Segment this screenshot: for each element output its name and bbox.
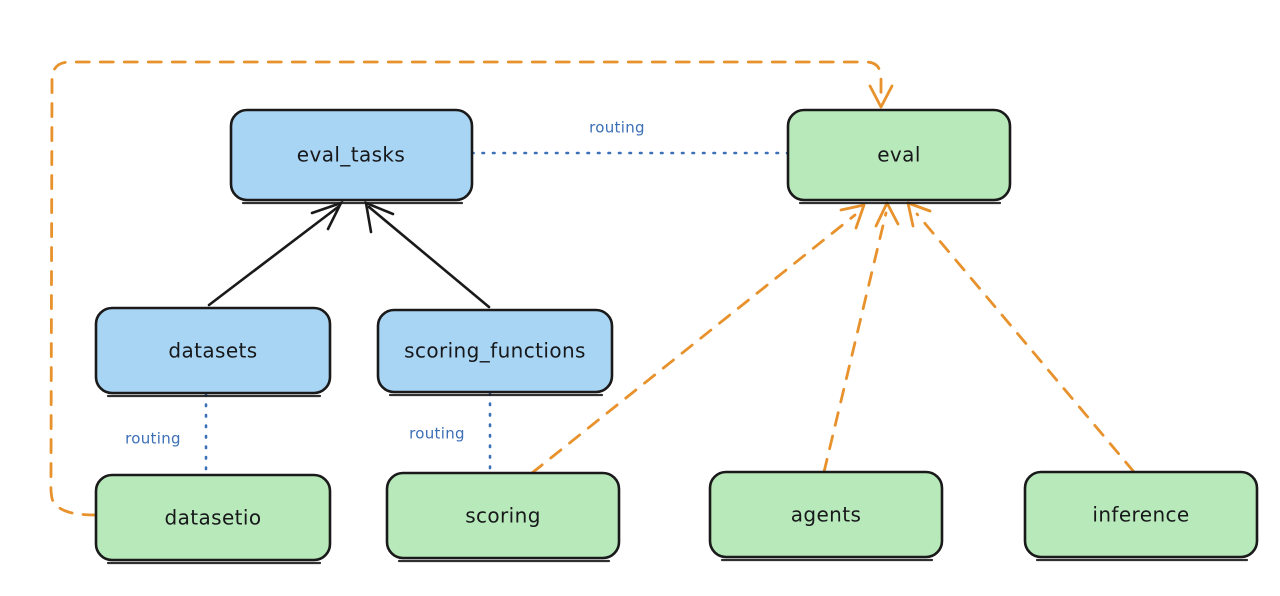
node-scoring-shape <box>385 471 621 560</box>
node-inference-label: inference <box>1092 503 1189 527</box>
node-datasetio[interactable]: datasetio <box>94 473 332 565</box>
edge-datasetio-to-eval <box>49 60 883 517</box>
node-agents[interactable]: agents <box>708 470 944 562</box>
node-datasetio-label: datasetio <box>164 506 261 530</box>
node-eval[interactable]: eval <box>786 108 1012 205</box>
node-scoring_functions-label: scoring_functions <box>404 339 586 363</box>
arrowhead-datasetio-to-eval <box>868 84 894 109</box>
edge-datasets-to-eval_tasks <box>207 205 340 307</box>
node-inference-shape <box>1023 470 1259 559</box>
node-eval-shape <box>786 108 1012 202</box>
node-datasetio-shape <box>94 473 332 562</box>
node-scoring_functions-shape <box>376 308 614 394</box>
edge-label-routing-scoring_functions-scoring: routing <box>409 425 465 443</box>
edge-label-routing-datasets-datasetio: routing <box>125 430 181 448</box>
node-eval_tasks[interactable]: eval_tasks <box>229 108 474 205</box>
node-scoring-label: scoring <box>465 504 541 528</box>
node-agents-label: agents <box>791 503 862 527</box>
edge-agents-to-eval <box>822 211 888 474</box>
node-scoring[interactable]: scoring <box>385 471 621 563</box>
node-scoring_functions[interactable]: scoring_functions <box>376 308 614 397</box>
edge-group-routing <box>204 151 790 475</box>
node-eval_tasks-shape <box>229 108 474 202</box>
arrowhead-scoring-to-eval <box>839 203 866 230</box>
node-datasets-label: datasets <box>168 339 257 363</box>
edge-scoring_functions-to-eval_tasks <box>367 205 491 309</box>
edge-scoring-to-eval <box>530 213 857 475</box>
node-datasets-shape <box>94 306 332 395</box>
edge-group-composition <box>207 200 491 309</box>
node-eval_tasks-label: eval_tasks <box>297 143 405 167</box>
node-eval-label: eval <box>877 143 921 167</box>
edge-label-routing-eval_tasks-eval: routing <box>589 119 645 137</box>
node-inference[interactable]: inference <box>1023 470 1259 562</box>
edge-inference-to-eval <box>915 212 1136 474</box>
node-datasets[interactable]: datasets <box>94 306 332 398</box>
node-agents-shape <box>708 470 944 559</box>
